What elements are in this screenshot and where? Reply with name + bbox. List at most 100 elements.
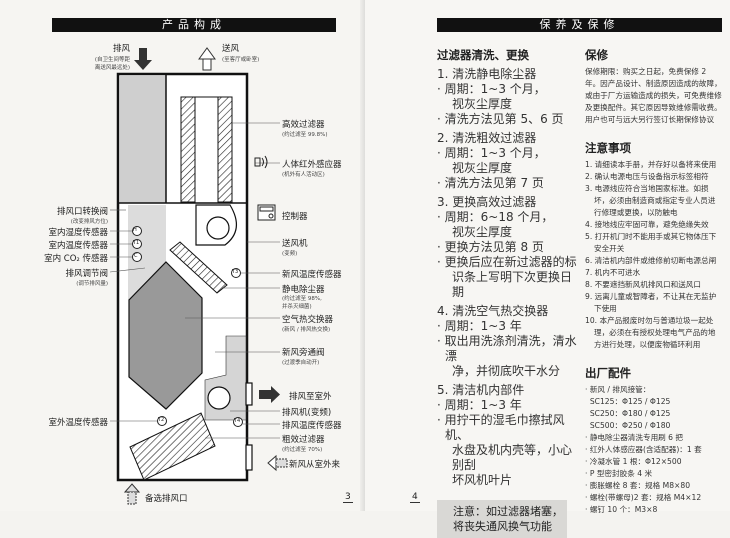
caution-item: 2. 确认电源电压与设备指示标签相符 [585, 172, 709, 181]
warranty-section: 保修 保修期限：购买之日起，免费保修 2 年。因产品设计、制造原因造成的故障，或… [585, 47, 723, 516]
heat-exchanger-label: 空气热交换器 [282, 315, 334, 325]
section-heading: 保修 [585, 48, 608, 62]
humidity-sensor-label: 室内湿度传感器 [48, 228, 108, 238]
page-maintenance: 保养及保修 过滤器清洗、更换 1. 清洗静电除尘器· 周期：1~3 个月，视灰尘… [365, 0, 730, 538]
filter-step: 5. 清洁机内部件· 周期：1~3 年· 用拧干的湿毛巾擦拭风机、水盘及机内壳等… [437, 383, 577, 488]
coarse-filter-label: 粗效过滤器 [282, 435, 325, 445]
step-bullet: 视灰尘厚度 [452, 161, 513, 175]
exhaust-temp-label: 排风温度传感器 [282, 421, 342, 431]
filter-warning: 注意：如过滤器堵塞， 将丧失通风换气功能 [437, 500, 567, 538]
supply-fan-label: 送风机 [282, 239, 308, 249]
indoor-temp-sensor-icon [132, 239, 142, 249]
accessory-item: · P 型密封胶条 4 米 [585, 469, 653, 478]
co2-sensor-icon [132, 252, 142, 262]
caution-item: 9. 远离儿童或智障者，不让其在无监护下使用 [585, 292, 717, 313]
accessory-item: SC125：Φ125 / Φ125 [585, 397, 671, 406]
caution-item: 4. 接地线应牢固可靠，避免绝缘失效 [585, 220, 709, 229]
hepa-filter-note: (约过滤至 99.8%) [282, 132, 328, 138]
step-bullet: · 更换后应在新过滤器的标 [437, 255, 577, 269]
outdoor-temp-label: 室外温度传感器 [48, 418, 108, 428]
exhaust-damper-label: 排风调节阀 [65, 269, 108, 279]
exhaust-label: 排风 [113, 44, 131, 54]
supply-note: (至客厅或卧室) [222, 57, 260, 63]
accessory-item: · 红外人体感应器(含适配器)：1 套 [585, 445, 702, 454]
exhaust-temp-sensor-icon [233, 417, 243, 427]
page-number: 4 [410, 492, 420, 503]
sensor-mark-t2: T2 [158, 417, 165, 423]
accessory-item: SC500：Φ250 / Φ180 [585, 421, 671, 430]
fresh-air-temp-sensor-icon [231, 268, 241, 278]
accessory-item: · 静电除尘器清洗专用刷 6 把 [585, 433, 684, 442]
step-bullet: 识条上写明下次更换日期 [452, 270, 573, 299]
hepa-filter-label: 高效过滤器 [282, 120, 325, 130]
sensor-mark-t3: T3 [232, 269, 239, 275]
exhaust-fan-label: 排风机(变频) [282, 408, 332, 418]
filter-steps: 1. 清洗静电除尘器· 周期：1~3 个月，视灰尘厚度· 清洗方法见第 5、6 … [437, 67, 577, 488]
controller-icon [257, 204, 276, 221]
accessory-item: SC250：Φ180 / Φ125 [585, 409, 671, 418]
bypass-valve-note: (过渡季自动开) [282, 360, 320, 366]
step-bullet: · 更换方法见第 8 页 [437, 240, 544, 254]
step-bullet: · 清洗方法见第 7 页 [437, 176, 544, 190]
filter-maintenance-section: 过滤器清洗、更换 1. 清洗静电除尘器· 周期：1~3 个月，视灰尘厚度· 清洗… [437, 47, 577, 538]
step-bullet: · 清洗方法见第 5、6 页 [437, 112, 564, 126]
filter-step: 2. 清洗粗效过滤器· 周期：1~3 个月，视灰尘厚度· 清洗方法见第 7 页 [437, 131, 577, 191]
exhaust-switch-valve-label: 排风口转换阀 [56, 207, 108, 217]
fresh-air-in-arrow-icon [267, 454, 288, 472]
caution-item: 6. 清洁机内部件或维修前切断电源总闸 [585, 256, 717, 265]
caution-item: 8. 不要遮挡新风机排风口和送风口 [585, 280, 701, 289]
step-bullet: 净，并彻底吹干水分 [452, 364, 561, 378]
page-number: 3 [343, 492, 353, 503]
caution-item: 1. 请细读本手册，并存好以备将来使用 [585, 160, 717, 169]
coarse-filter-note: (约过滤至 70%) [282, 447, 323, 453]
accessory-item: · 螺栓(带螺母)2 套：规格 M4×12 [585, 493, 702, 502]
exhaust-outdoor-label: 排风至室外 [289, 392, 332, 402]
caution-item: 10. 本产品报废时勿与普通垃圾一起处理，必须在有授权处理电气产品的地方进行处理… [585, 316, 716, 349]
fresh-air-in-label: 新风从室外来 [289, 460, 341, 470]
step-title: 4. 清洗空气热交换器 [437, 304, 549, 318]
page-product-composition: 产品构成 排风 (自卫生间等距 离送风最远处) 送风 (至客 [0, 0, 365, 511]
step-bullet: · 周期：1~3 个月， [437, 146, 546, 160]
co2-sensor-label: 室内 CO₂ 传感器 [44, 254, 108, 264]
esp-label: 静电除尘器 [282, 285, 325, 295]
caution-item: 5. 打开机门时不能用手或其它物体压下安全开关 [585, 232, 717, 253]
supply-out-arrow-icon [198, 47, 216, 71]
step-bullet: · 取出用洗涤剂清洗，清水漂 [437, 334, 577, 363]
fresh-air-temp-label: 新风温度传感器 [282, 270, 342, 280]
bypass-valve-label: 新风旁通阀 [282, 348, 325, 358]
sensor-mark-t1: T1 [133, 240, 140, 246]
filter-step: 1. 清洗静电除尘器· 周期：1~3 个月，视灰尘厚度· 清洗方法见第 5、6 … [437, 67, 577, 127]
step-bullet: 视灰尘厚度 [452, 97, 513, 111]
step-title: 3. 更换高效过滤器 [437, 195, 537, 209]
sensor-mark-c: C [134, 253, 138, 259]
accessory-item: · 螺钉 10 个：M3×8 [585, 505, 658, 514]
caution-item: 7. 机内不可进水 [585, 268, 641, 277]
section-heading: 注意事项 [585, 141, 631, 155]
supply-label: 送风 [222, 44, 240, 54]
esp-note: (约过滤至 98%, 并杀灭细菌) [282, 296, 322, 310]
step-bullet: · 周期：1~3 个月， [437, 82, 546, 96]
section-heading: 出厂配件 [585, 366, 631, 380]
exhaust-switch-valve-note: (改变排风方位) [70, 219, 108, 225]
step-bullet: 视灰尘厚度 [452, 225, 513, 239]
filter-step: 3. 更换高效过滤器· 周期：6~18 个月，视灰尘厚度· 更换方法见第 8 页… [437, 195, 577, 300]
step-bullet: · 用拧干的湿毛巾擦拭风机、 [437, 413, 565, 442]
accessory-item: · 膨胀螺栓 8 套：规格 M8×80 [585, 481, 691, 490]
accessory-item: · 冷凝水管 1 根：Φ12×500 [585, 457, 682, 466]
step-title: 1. 清洗静电除尘器 [437, 67, 537, 81]
controller-label: 控制器 [282, 212, 308, 222]
exhaust-note-1: (自卫生间等距 [94, 57, 130, 63]
infrared-sensor-icon [254, 155, 268, 169]
exhaust-damper-note: (调节排风量) [76, 281, 108, 287]
alt-exhaust-label: 备选排风口 [145, 494, 188, 504]
exhaust-out-arrow-icon [259, 386, 280, 403]
step-title: 5. 清洁机内部件 [437, 383, 525, 397]
warning-line: 注意：如过滤器堵塞， [453, 505, 563, 518]
step-bullet: · 周期：1~3 年 [437, 319, 522, 333]
humidity-sensor-icon [132, 226, 142, 236]
step-bullet: 坏风机叶片 [452, 473, 513, 487]
exhaust-in-arrow-icon [134, 48, 152, 70]
page-title: 保养及保修 [437, 18, 722, 32]
indoor-temp-label: 室内温度传感器 [48, 241, 108, 251]
